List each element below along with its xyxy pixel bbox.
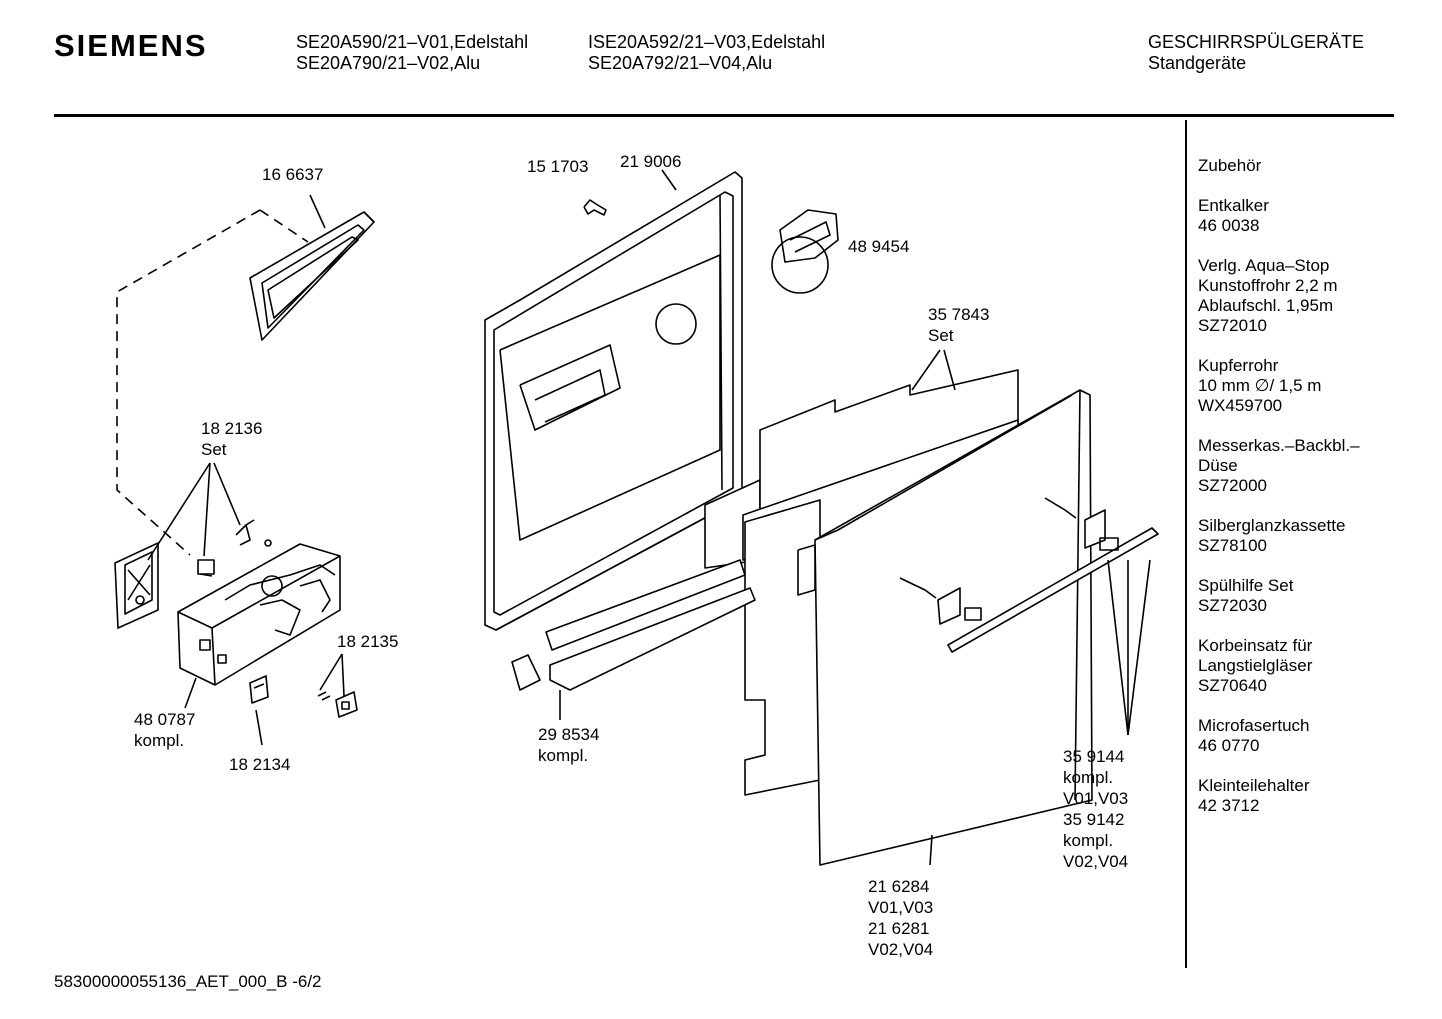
category-title: GESCHIRRSPÜLGERÄTE xyxy=(1148,32,1365,52)
part-label: 48 9454 xyxy=(848,237,910,256)
accessory-item: Messerkas.–Backbl.–Düse SZ72000 xyxy=(1198,436,1360,495)
leader-line xyxy=(203,462,211,557)
model-line: SE20A590/21–V01,Edelstahl xyxy=(296,32,529,52)
inner-door xyxy=(484,171,743,631)
leader-line xyxy=(341,653,345,697)
outer-door xyxy=(797,389,1093,866)
door-panel-set xyxy=(704,369,1019,796)
dashed-leader xyxy=(116,209,309,556)
leader-line xyxy=(1127,559,1151,736)
model-line: SE20A790/21–V02,Alu xyxy=(296,53,481,73)
model-line: SE20A792/21–V04,Alu xyxy=(588,53,773,73)
door-handle xyxy=(899,497,1159,653)
category-subtitle: Standgeräte xyxy=(1148,53,1247,73)
aqua-stop-module xyxy=(771,209,839,294)
cover-plate xyxy=(114,542,159,629)
leader-line xyxy=(319,653,343,691)
leader-line xyxy=(911,349,941,391)
leader-line xyxy=(213,462,241,526)
leader-line xyxy=(661,169,677,191)
leader-line xyxy=(309,194,326,229)
part-label: 18 2135 xyxy=(337,632,399,651)
part-label: 15 1703 xyxy=(527,157,589,176)
part-label: 18 2134 xyxy=(229,755,291,774)
accessories-title: Zubehör xyxy=(1198,156,1262,175)
leader-line xyxy=(929,834,933,866)
cap-parts xyxy=(317,691,358,718)
model-line: ISE20A592/21–V03,Edelstahl xyxy=(588,32,826,52)
leader-line xyxy=(1107,559,1129,736)
screw xyxy=(583,199,607,216)
leader-line xyxy=(147,462,211,561)
clip-part xyxy=(249,675,269,704)
model-list-2: ISE20A592/21–V03,Edelstahl SE20A792/21–V… xyxy=(588,32,825,74)
part-label: 16 6637 xyxy=(262,165,324,184)
leader-line xyxy=(255,709,263,746)
brand-logo: SIEMENS xyxy=(54,28,208,63)
header-rule xyxy=(54,114,1394,117)
bottom-strip xyxy=(511,559,756,691)
side-divider xyxy=(1185,120,1187,968)
latch-parts xyxy=(197,519,272,577)
gasket-frame xyxy=(249,211,375,341)
category: GESCHIRRSPÜLGERÄTE Standgeräte xyxy=(1148,32,1364,74)
part-label: 21 9006 xyxy=(620,152,682,171)
leader-line xyxy=(943,349,956,391)
leader-line xyxy=(184,677,197,709)
model-list-1: SE20A590/21–V01,Edelstahl SE20A790/21–V0… xyxy=(296,32,528,74)
document-id: 58300000055136_AET_000_B -6/2 xyxy=(54,972,322,991)
detergent-dispenser xyxy=(177,543,341,686)
